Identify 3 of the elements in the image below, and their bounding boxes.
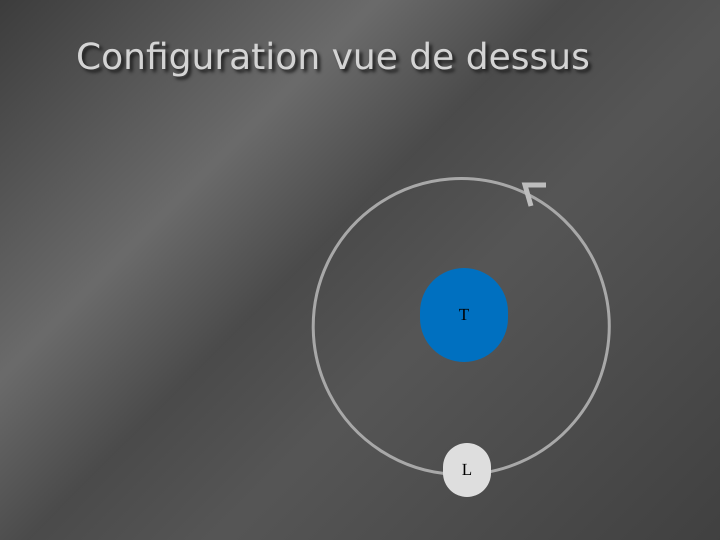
node-label: L [462,459,472,482]
node-label: T [458,304,470,326]
title: Configuration vue de dessus [76,36,590,80]
